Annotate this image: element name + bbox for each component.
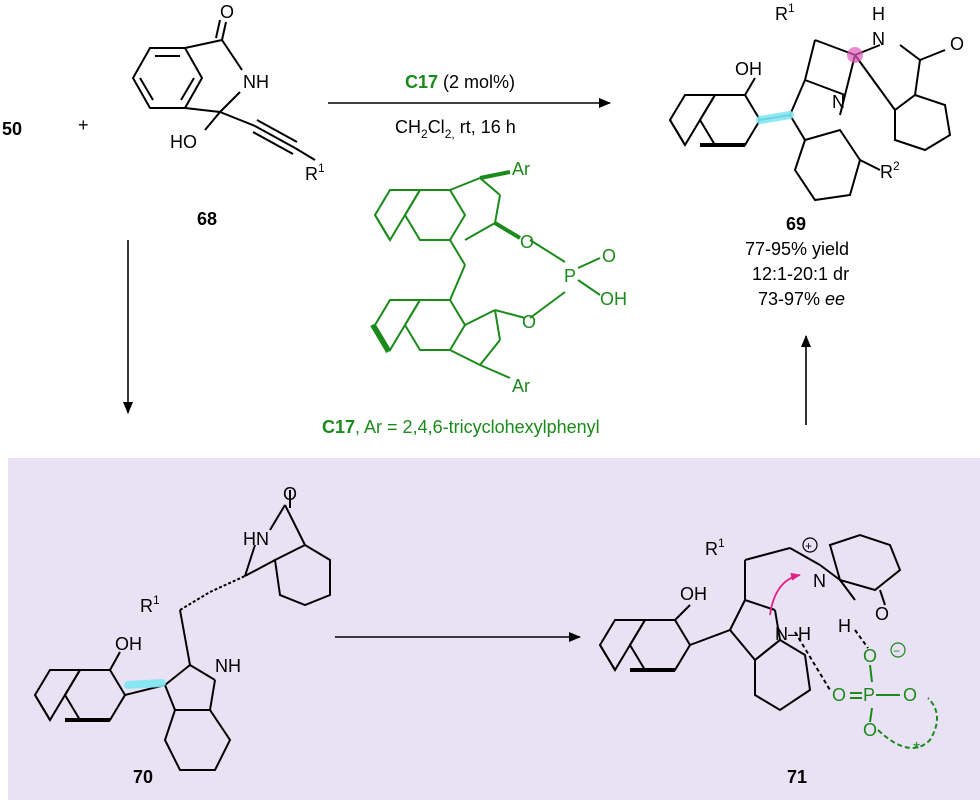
- positive-charge-circle: [802, 537, 818, 553]
- product-69-h: H: [872, 4, 885, 24]
- intermediate-71-n: N: [813, 571, 826, 591]
- intermediate-71-structure: [598, 533, 902, 712]
- intermediate-70-axis-highlight: [124, 679, 166, 689]
- compound-68-label: 68: [197, 209, 217, 229]
- intermediate-71-nh: N–H: [775, 624, 811, 644]
- product-69-dr: 12:1-20:1 dr: [752, 264, 849, 284]
- intermediate-71-o-right: O: [903, 685, 917, 705]
- intermediate-71-oh: OH: [680, 584, 707, 604]
- plus-sign: +: [78, 115, 89, 135]
- negative-charge-circle: [890, 642, 906, 658]
- phosphate-group: [850, 664, 938, 749]
- intermediate-71-r1: R1: [705, 536, 725, 559]
- intermediate-71-plus: +: [805, 539, 812, 553]
- mechanism-panel: [8, 458, 980, 800]
- intermediate-70-r1: R1: [140, 593, 160, 616]
- product-69-oh: OH: [735, 59, 762, 79]
- compound-68-ho: HO: [170, 132, 197, 152]
- product-69-yield: 77-95% yield: [745, 239, 849, 259]
- catalyst-o2: O: [522, 312, 536, 332]
- catalyst-structure: [370, 170, 601, 379]
- intermediate-71-label: 71: [787, 767, 807, 787]
- intermediate-70-o: O: [283, 484, 297, 504]
- intermediate-71-o-bottom: O: [863, 720, 877, 740]
- product-69-stereocenter-highlight: [847, 47, 863, 63]
- catalyst-caption: C17, Ar = 2,4,6-tricyclohexylphenyl: [322, 417, 600, 437]
- conditions-solvent: CH2Cl2, rt, 16 h: [395, 117, 516, 141]
- product-69-axis-highlight: [756, 111, 794, 124]
- intermediate-70-label: 70: [133, 767, 153, 787]
- compound-68-nh: NH: [243, 72, 269, 92]
- product-69-ee: 73-97% ee: [758, 289, 845, 309]
- catalyst-o1: O: [520, 232, 534, 252]
- conditions-catalyst: C17 (2 mol%): [405, 72, 515, 92]
- catalyst-ar-top: Ar: [512, 159, 530, 179]
- product-69-r2: R2: [880, 159, 900, 182]
- intermediate-71-o-top: O: [863, 646, 877, 666]
- catalyst-ar-bottom: Ar: [512, 376, 530, 396]
- intermediate-71-h: H: [838, 616, 851, 636]
- product-69-r1: R1: [775, 1, 795, 24]
- compound-68-r1: R1: [305, 161, 325, 184]
- product-69-o: O: [950, 34, 964, 54]
- electron-push-arrow: [769, 572, 801, 616]
- intermediate-71-minus: −: [893, 644, 900, 658]
- product-69-n-top: N: [872, 29, 885, 49]
- catalyst-o3: O: [602, 246, 616, 266]
- product-69-structure: [668, 39, 952, 202]
- intermediate-70-nh: NH: [215, 656, 241, 676]
- product-69-n: N: [832, 92, 845, 112]
- compound-68-structure: [131, 19, 316, 161]
- intermediate-70-hn: HN: [243, 529, 269, 549]
- catalyst-p: P: [564, 266, 576, 286]
- intermediate-70-oh: OH: [115, 634, 142, 654]
- intermediate-71-o-carbonyl: O: [875, 604, 889, 624]
- intermediate-71-p: P: [863, 685, 875, 705]
- compound-68-o: O: [220, 2, 234, 22]
- intermediate-71-o-left: O: [832, 685, 846, 705]
- catalyst-oh: OH: [600, 289, 627, 309]
- compound-50-label: 50: [2, 119, 22, 139]
- intermediate-71-star: *: [913, 739, 920, 759]
- product-69-label: 69: [786, 214, 806, 234]
